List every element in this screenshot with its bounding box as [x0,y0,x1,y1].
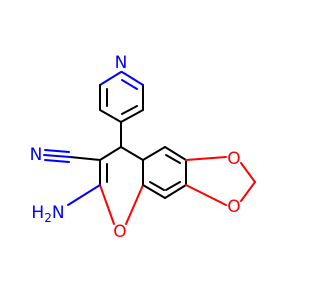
amine-nitrogen: N [52,203,65,223]
dioxole-oxygen-top-label: O [227,149,240,169]
benzene-bond-5 [164,184,187,199]
dioxole-bond-2 [185,184,227,206]
benzene-bond-6 [142,184,166,199]
nitrile-bond-3 [44,149,70,153]
pyridine-bond-3 [99,109,122,123]
nitrile-bond-4 [44,159,70,163]
pyridine-bond-1 [99,71,122,86]
pyran-bond-c4-c4a [120,146,144,161]
amine-bond [67,184,101,206]
pyridine-bond-6b [121,79,138,90]
pyran-oxygen-label: O [113,222,126,242]
molecule-diagram: N N O O O H2N [30,53,256,242]
dioxole-bond-4 [240,181,256,202]
nitrile-bond-1 [69,156,101,161]
benzene-bond-3b [165,154,181,164]
atom-label-layer: N N O O O H2N [30,53,241,242]
dioxole-bond-3 [240,162,256,183]
amine-hydrogen: H [31,203,44,223]
pyran-bond-c2-o [99,184,115,225]
pyridine-bond-6 [121,71,144,86]
amine-subscript: 2 [44,211,52,225]
bond-layer [43,71,256,225]
pyridine-nitrogen-label: N [115,53,128,73]
nitrile-nitrogen-label: N [30,145,43,165]
dioxole-bond-1 [185,156,227,161]
benzene-bond-5b [165,181,181,191]
benzene-bond-3 [164,146,187,161]
pyridine-bond-4 [120,109,144,123]
dioxole-oxygen-bottom-label: O [227,197,240,217]
structure-drawing: N N O O O H2N [30,53,256,242]
pyran-bond-c4-c3 [99,146,122,161]
amine-label: H2N [31,203,64,225]
benzene-bond-2 [142,146,166,161]
benzene-bond-6b [149,181,165,191]
pyridine-bond-4b [121,105,138,115]
pyran-bond-o-c8a [125,184,144,225]
nitrile-bond-2 [43,154,71,158]
